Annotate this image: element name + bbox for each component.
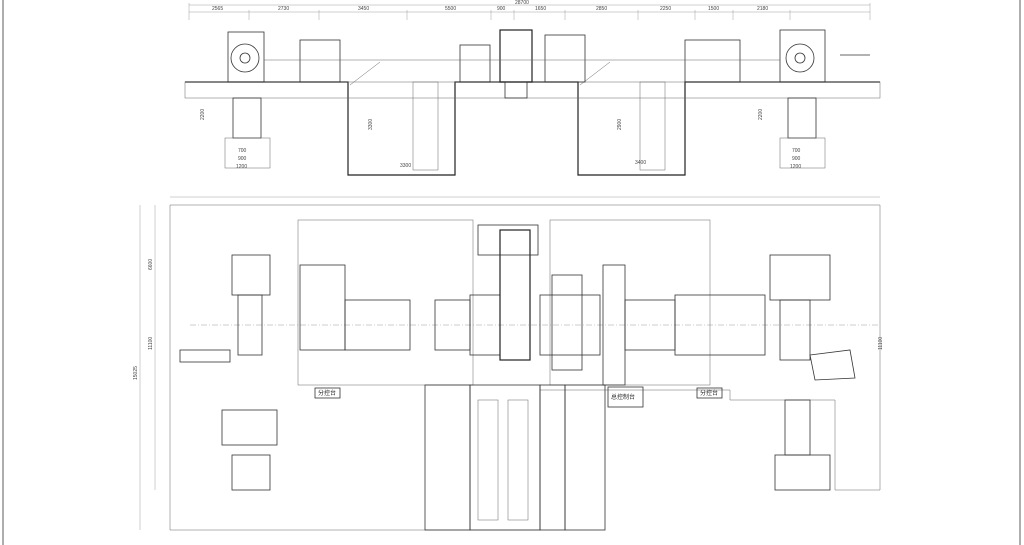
slitter-entry [459,44,491,83]
plan-right-dim: 11100 [878,337,884,350]
dimension-segment: 2250 [660,6,671,12]
plan-width-dim: 11100 [148,337,154,350]
coil-dim: 900 [238,156,247,162]
dimension-segment: 2180 [757,6,768,12]
straightener-plan [299,264,346,351]
coil-dim: 1200 [790,164,801,170]
scrap-winder [544,34,586,83]
plan-total-dim: 15025 [133,366,139,380]
right-console-box [696,387,723,399]
dimension-segment: 5500 [445,6,456,12]
pit-stair-right [639,81,666,171]
pit-right-depth: 2900 [617,119,623,130]
coil-dim: 700 [792,148,801,154]
coil-dim: 1200 [236,164,247,170]
dimension-segment: 1500 [708,6,719,12]
floor-and-pits [185,81,880,176]
loop-left [344,299,411,351]
pit-left-depth: 3300 [368,119,374,130]
main-console-label: 总控制台 [611,393,635,401]
straightener [299,39,341,83]
dimension-segment: 3450 [358,6,369,12]
dimension-ticks [188,3,871,20]
dimension-segment: 900 [497,6,506,12]
plan-view: 15025 11100 6600 11100 [133,196,884,531]
left-console-label: 分控台 [318,389,336,397]
separator-plan [674,294,766,356]
left-height: 2200 [200,109,206,120]
uncoiler-left [224,31,271,169]
pit-right-width: 3400 [635,160,646,166]
uncoiler-plan [231,254,271,296]
dimension-segment: 1650 [535,6,546,12]
dimension-total: 28700 [515,0,529,6]
dimension-segment: 2730 [278,6,289,12]
tension-stand [684,39,741,83]
recoiler-right [779,29,870,169]
recoiler-plan [769,254,831,301]
coil-dim: 900 [792,156,801,162]
left-console-box [314,387,341,399]
coil-dim: 700 [238,148,247,154]
plan-sub-dim: 6600 [148,259,154,270]
dimension-segment: 2850 [596,6,607,12]
main-console-box [607,386,644,408]
slitter [499,29,533,83]
right-height: 2200 [758,109,764,120]
pit-left-width: 3300 [400,163,411,169]
pit-stair-left [412,81,439,171]
elevation-view: 28700 2565 2730 3450 5500 900 1650 2850 … [184,0,881,176]
dimension-segment: 2565 [212,6,223,12]
right-console-label: 分控台 [700,389,718,397]
